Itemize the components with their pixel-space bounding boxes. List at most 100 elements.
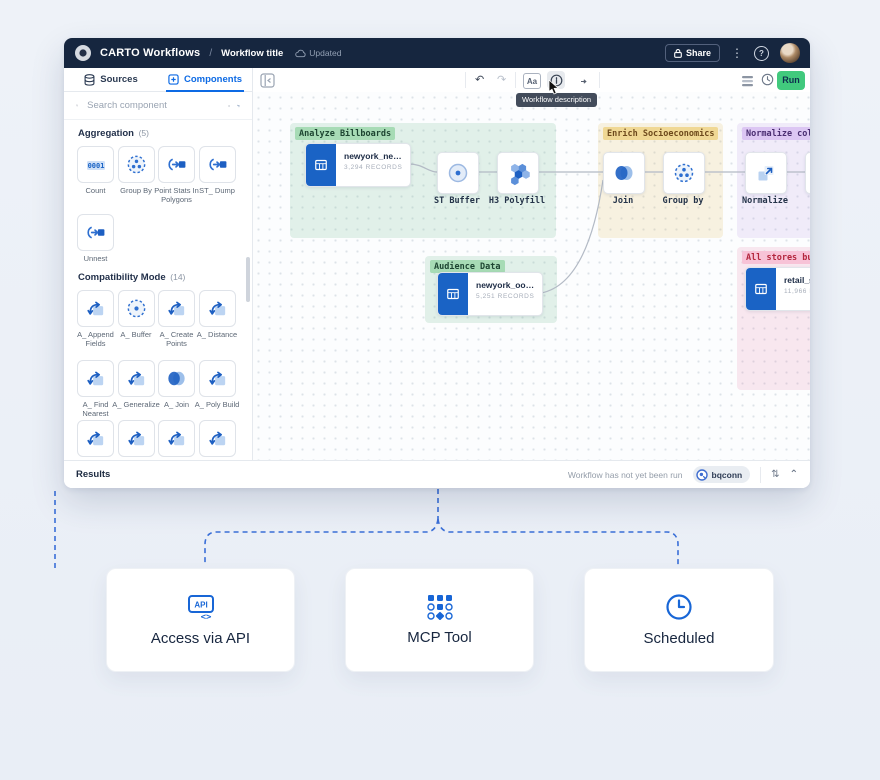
extension-tree-icon[interactable] [237,100,240,112]
extract-icon [84,221,107,244]
group-label[interactable]: Audience Data [430,260,505,273]
source-name: retail_store [784,275,810,285]
tab-components[interactable]: Components [158,68,252,92]
tab-sources[interactable]: Sources [64,68,158,91]
api-icon: API <> [187,595,214,621]
group-label[interactable]: Analyze Billboards [295,127,396,140]
clock-icon[interactable] [761,73,774,91]
group-label[interactable]: All stores but Di [742,251,810,264]
kebab-menu-icon[interactable]: ⋮ [731,46,743,60]
export-icon[interactable] [575,72,591,93]
node-clipped[interactable] [805,152,810,194]
lock-icon [674,48,682,58]
breadcrumb-separator: / [209,47,213,59]
share-button[interactable]: Share [664,44,720,62]
node-group-by[interactable] [663,152,705,194]
source-records: 5,251 RECORDS [476,293,535,300]
section-count: (5) [138,128,149,138]
avatar[interactable] [780,43,800,63]
app-header: CARTO Workflows / Workflow title Updated… [64,38,810,68]
tile-row: Count Group By Point Stats In Polygons S… [77,146,236,204]
component-tile-create-points[interactable]: A_ Create Points [158,290,195,348]
chevron-up-icon[interactable]: ⌃ [789,468,798,480]
components-sidebar: Aggregation (5) Count Group By Point Sta… [64,92,253,460]
component-tile-group-by[interactable]: Group By [117,146,155,204]
expand-panel-icon[interactable]: ⇅ [771,468,780,480]
layers-icon[interactable] [741,74,754,92]
workflow-title[interactable]: Workflow title [221,47,284,59]
compat-icon [84,427,107,450]
card-mcp-tool[interactable]: MCP Tool [345,568,534,672]
source-node-newyork-ooh[interactable]: newyork_ooh_sa... 5,251 RECORDS [437,272,543,316]
component-tile-poly-build[interactable]: A_ Poly Build [195,360,239,418]
app-window: CARTO Workflows / Workflow title Updated… [64,38,810,488]
sidebar-scrollbar[interactable] [246,257,250,302]
component-tile-find-nearest[interactable]: A_ Find Nearest [77,360,114,418]
card-access-via-api[interactable]: API <> Access via API [106,568,295,672]
node-label: H3 Polyfill [488,196,546,206]
connection-badge[interactable]: bqconn [692,466,751,483]
group-label[interactable]: Normalize columns [742,127,810,140]
toolbar-divider [599,72,600,88]
bigquery-icon [695,468,708,481]
node-normalize[interactable] [745,152,787,194]
card-label: Scheduled [643,630,715,647]
undo-icon[interactable]: ↶ [475,73,485,86]
component-tile-a-distance[interactable]: A_ Distance [197,290,237,348]
workflow-canvas[interactable]: Analyze Billboards Enrich Socioeconomics… [253,92,810,460]
component-tile[interactable] [117,420,155,457]
results-divider [760,466,762,483]
header-actions: Share ⋮ ? [664,43,800,63]
scheduled-clock-icon [666,594,692,620]
compat-icon [206,297,229,320]
app-title: CARTO Workflows [100,47,201,59]
section-title-aggregation: Aggregation (5) [78,128,149,139]
component-tile-append-fields[interactable]: A_ Append Fields [77,290,114,348]
component-tile-a-buffer[interactable]: A_ Buffer [117,290,155,348]
group-label[interactable]: Enrich Socioeconomics [603,127,719,140]
component-tile-point-stats[interactable]: Point Stats In Polygons [154,146,199,204]
mcp-grid-icon [426,595,453,620]
cloud-updated-icon [295,49,306,57]
mouse-cursor [548,80,560,95]
node-h3-polyfill[interactable] [497,152,539,194]
annotation-icon[interactable]: Aa [523,73,541,89]
component-tile-unnest[interactable]: Unnest [77,214,114,263]
compat-icon [165,427,188,450]
compat-icon [125,367,148,390]
collapse-panel-icon[interactable] [260,72,275,93]
join-icon [612,161,636,185]
component-tile[interactable] [158,420,195,457]
component-tile[interactable] [77,420,114,457]
component-tile-count[interactable]: Count [77,146,114,204]
compat-icon [165,297,188,320]
toolbar-divider [515,72,516,88]
source-node-newyork-newjersey[interactable]: newyork_newjers... 3,294 RECORDS [305,143,411,187]
node-join[interactable] [603,152,645,194]
node-st-buffer[interactable] [437,152,479,194]
table-icon [438,273,468,315]
component-tile-a-join[interactable]: A_ Join [158,360,195,418]
database-icon [84,73,95,86]
redo-icon[interactable]: ↷ [497,73,507,86]
help-icon[interactable]: ? [754,45,769,61]
search-icon [76,104,79,107]
tooltip-workflow-description: Workflow description [516,93,598,107]
search-input[interactable] [85,99,222,112]
component-tile-generalize[interactable]: A_ Generalize [112,360,160,418]
section-title-compatibility: Compatibility Mode (14) [78,272,186,283]
tile-row: Unnest [77,214,114,263]
card-scheduled[interactable]: Scheduled [584,568,774,672]
component-tile-st-dump[interactable]: ST_ Dump [198,146,236,204]
star-icon[interactable] [228,100,231,112]
component-tile[interactable] [198,420,236,457]
component-search [64,92,252,120]
source-node-retail-stores[interactable]: retail_store 11,966 REC [745,267,810,311]
compat-icon [84,297,107,320]
group-by-icon [672,161,696,185]
tile-row: A_ Find Nearest A_ Generalize A_ Join A_… [77,360,239,418]
sync-status: Updated [295,48,341,58]
panel-tabs: Sources Components [64,68,253,92]
run-button[interactable]: Run [777,70,805,90]
